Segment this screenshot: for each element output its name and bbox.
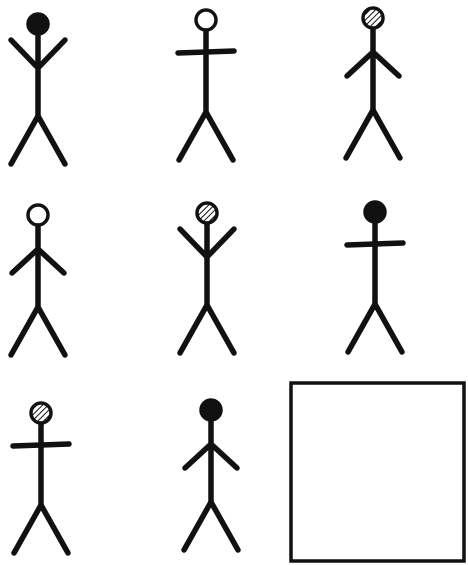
- arm-left: [11, 40, 38, 68]
- stick-figure-2: [178, 10, 234, 160]
- leg-left: [348, 304, 375, 352]
- arm-right: [38, 249, 64, 273]
- head-hollow: [196, 10, 216, 30]
- head-solid: [365, 202, 385, 222]
- leg-left: [184, 502, 211, 550]
- leg-right: [207, 305, 234, 353]
- head-hollow: [28, 205, 48, 225]
- answer-box[interactable]: [291, 383, 464, 561]
- leg-left: [14, 505, 41, 553]
- arms-horizontal: [13, 444, 69, 446]
- stick-figure-7: [13, 403, 69, 553]
- arms-horizontal: [178, 51, 234, 53]
- arm-right: [38, 40, 65, 68]
- arm-left: [12, 249, 38, 273]
- stick-figure-3: [346, 8, 400, 158]
- stick-figure-5: [180, 203, 234, 353]
- stick-figure-8: [184, 400, 238, 550]
- leg-right: [373, 110, 400, 158]
- head-hatched: [363, 8, 383, 28]
- stick-figure-6: [347, 202, 403, 352]
- leg-left: [11, 307, 38, 355]
- arm-left: [180, 229, 207, 257]
- arm-left: [347, 52, 373, 76]
- leg-right: [41, 505, 68, 553]
- leg-right: [375, 304, 402, 352]
- head-solid: [201, 400, 221, 420]
- leg-right: [206, 112, 233, 160]
- leg-right: [211, 502, 238, 550]
- stick-figure-1: [11, 14, 65, 164]
- arm-left: [185, 444, 211, 468]
- head-hatched: [31, 403, 51, 423]
- arm-right: [211, 444, 237, 468]
- leg-left: [179, 112, 206, 160]
- arm-right: [207, 229, 234, 257]
- leg-left: [180, 305, 207, 353]
- stick-figure-4: [11, 205, 65, 355]
- head-solid: [28, 14, 48, 34]
- head-hatched: [197, 203, 217, 223]
- leg-right: [38, 116, 65, 164]
- leg-right: [38, 307, 65, 355]
- arm-right: [373, 52, 399, 76]
- leg-left: [346, 110, 373, 158]
- leg-left: [11, 116, 38, 164]
- arms-horizontal: [347, 243, 403, 245]
